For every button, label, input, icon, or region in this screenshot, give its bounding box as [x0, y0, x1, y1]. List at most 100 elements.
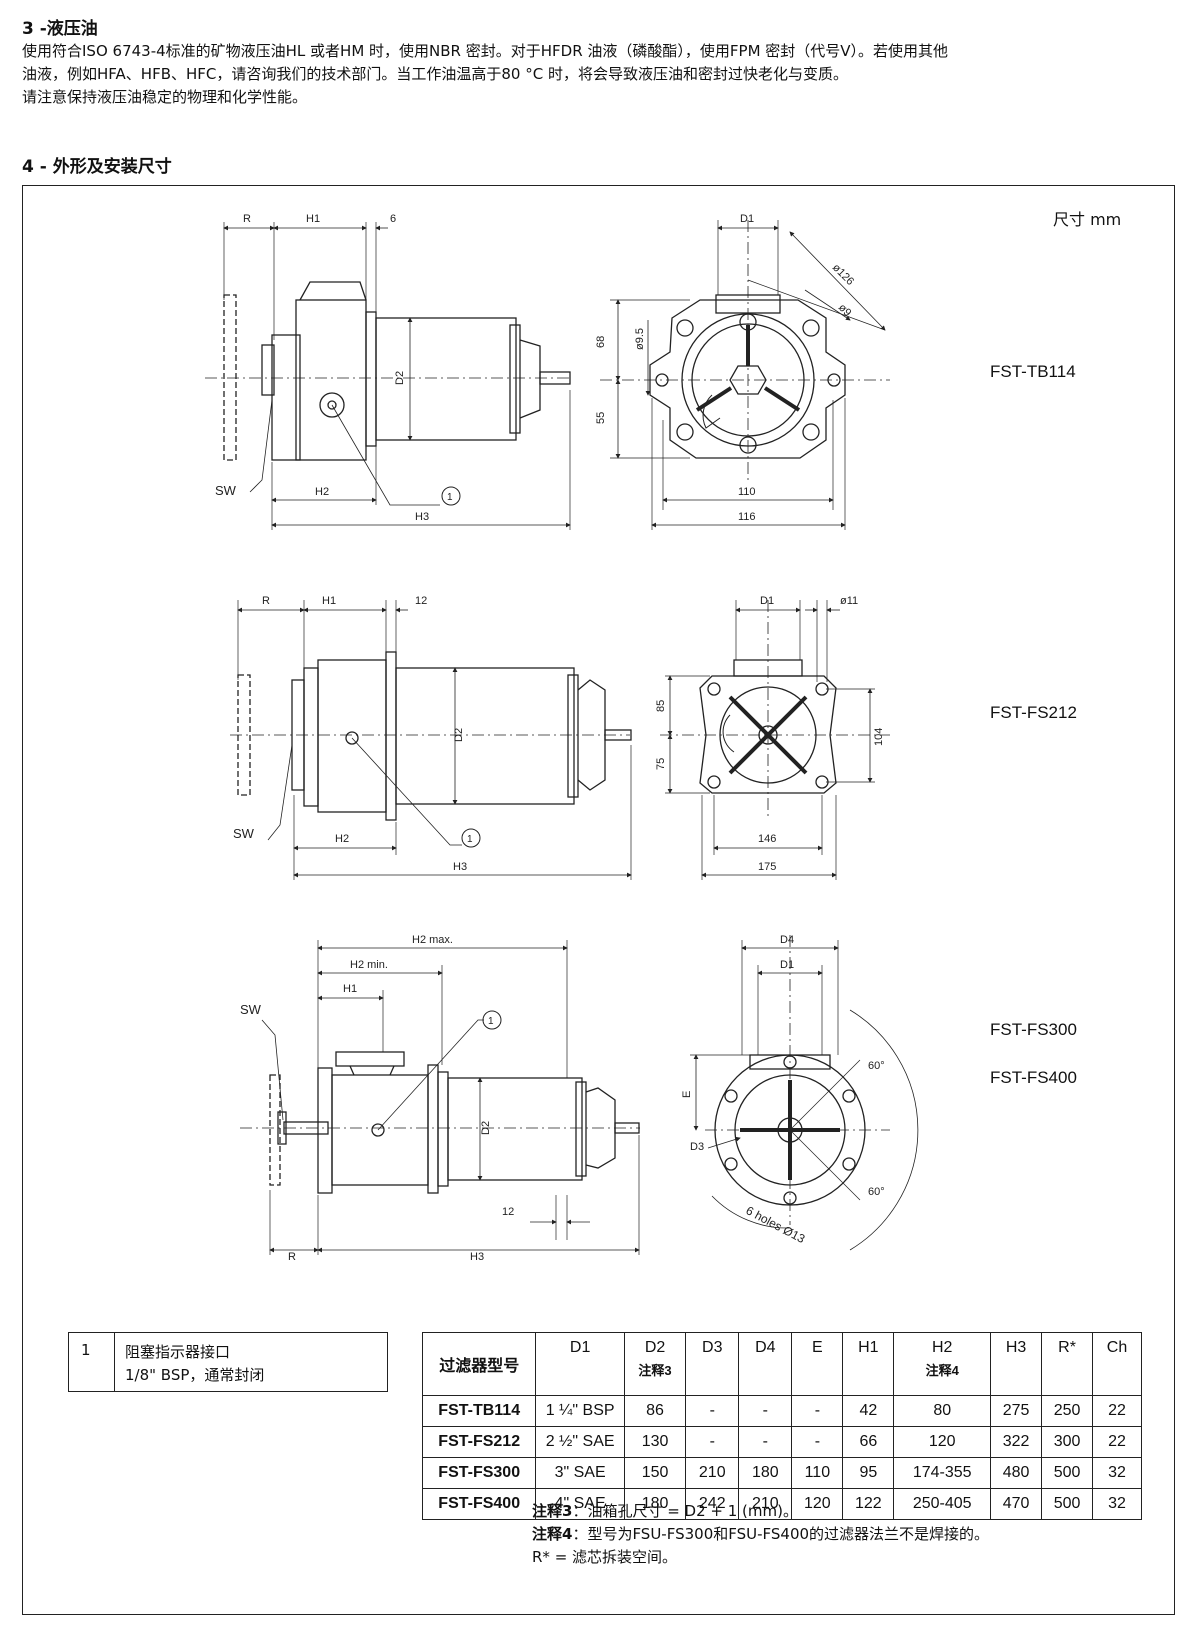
- header-label: R*: [1058, 1339, 1076, 1356]
- fs300-label-angle-top: 60°: [868, 1060, 885, 1072]
- cell-D1: 4" SAE: [535, 1488, 625, 1520]
- cell-Ch: 32: [1092, 1488, 1142, 1520]
- drawing-frame: [22, 185, 1175, 1615]
- cell-H1: 42: [842, 1395, 895, 1427]
- cell-R: 500: [1041, 1488, 1094, 1520]
- fs300-label-H3: H3: [470, 1251, 484, 1263]
- cell-D2: 86: [623, 1395, 687, 1427]
- header-label: Ch: [1106, 1339, 1128, 1356]
- fs300-label-D2: D2: [480, 1121, 492, 1135]
- cell-D3: 210: [685, 1457, 740, 1489]
- fs212-label-H1: H1: [322, 595, 336, 607]
- header-sub: 注释3: [638, 1363, 672, 1378]
- cell-Ch: 22: [1092, 1426, 1142, 1458]
- fs300-label-E: E: [681, 1091, 693, 1098]
- cell-D1: 3" SAE: [535, 1457, 625, 1489]
- tb114-label-dia9: ø9: [836, 302, 854, 320]
- fs212-label-D2: D2: [453, 728, 465, 742]
- cell-E: 120: [791, 1488, 844, 1520]
- fs212-label-D1: D1: [760, 595, 774, 607]
- legend-divider: [114, 1333, 115, 1391]
- tb114-label-SW: SW: [215, 483, 237, 498]
- header-label: E: [812, 1339, 823, 1356]
- cell-D1: 2 ½" SAE: [535, 1426, 625, 1458]
- cell-R: 500: [1041, 1457, 1094, 1489]
- model-label-fs212: FST-FS212: [990, 703, 1077, 722]
- cell-H3: 470: [990, 1488, 1043, 1520]
- cell-D2: 180: [623, 1488, 687, 1520]
- header-Ch: Ch: [1092, 1332, 1142, 1396]
- header-E: E: [791, 1332, 844, 1396]
- note-3-text: ：油箱孔尺寸 = D2 + 1 (mm)。: [572, 1502, 798, 1520]
- fs300-label-gap: 12: [502, 1206, 514, 1218]
- cell-E: -: [791, 1395, 844, 1427]
- legend-box: 1 阻塞指示器接口 1/8" BSP，通常封闭: [68, 1332, 388, 1392]
- cell-E: 110: [791, 1457, 844, 1489]
- cell-model: FST-FS400: [421, 1488, 537, 1520]
- fs212-label-SW: SW: [233, 826, 255, 841]
- cell-H2: 80: [893, 1395, 992, 1427]
- legend-line-1: 阻塞指示器接口: [125, 1343, 231, 1361]
- fs212-front-view: [660, 600, 890, 880]
- header-R: R*: [1041, 1332, 1094, 1396]
- cell-H1: 95: [842, 1457, 895, 1489]
- tb114-label-68: 68: [595, 336, 607, 348]
- note-3: 注释3：油箱孔尺寸 = D2 + 1 (mm)。: [532, 1500, 989, 1523]
- cell-Ch: 32: [1092, 1457, 1142, 1489]
- header-model: 过滤器型号: [421, 1332, 537, 1396]
- fs300-label-H1: H1: [343, 983, 357, 995]
- note-4: 注释4：型号为FSU-FS300和FSU-FS400的过滤器法兰不是焊接的。: [532, 1523, 989, 1546]
- fs212-label-104: 104: [873, 728, 885, 746]
- section3-line-3: 请注意保持液压油稳定的物理和化学性能。: [22, 88, 308, 106]
- header-label: 过滤器型号: [439, 1358, 520, 1375]
- header-D3: D3: [685, 1332, 740, 1396]
- cell-model: FST-TB114: [421, 1395, 537, 1427]
- cell-model: FST-FS300: [421, 1457, 537, 1489]
- section3-heading: 3 -液压油: [22, 19, 98, 39]
- fs212-label-dia11: ø11: [840, 595, 858, 607]
- cell-model: FST-FS212: [421, 1426, 537, 1458]
- tb114-front-view: [600, 220, 890, 530]
- table-row: FST-TB114 1 ¼" BSP 86 - - - 42 80 275 25…: [421, 1395, 1142, 1427]
- fs300-label-R: R: [288, 1251, 296, 1263]
- fs300-callout-1: 1: [488, 1016, 494, 1027]
- fs300-label-SW: SW: [240, 1002, 262, 1017]
- tb114-label-R: R: [243, 213, 251, 225]
- table-row: FST-FS400 4" SAE 180 242 210 120 122 250…: [421, 1488, 1142, 1520]
- cell-H1: 66: [842, 1426, 895, 1458]
- cell-H2: 174-355: [893, 1457, 992, 1489]
- header-H1: H1: [842, 1332, 895, 1396]
- footnotes: 注释3：油箱孔尺寸 = D2 + 1 (mm)。 注释4：型号为FSU-FS30…: [532, 1500, 989, 1569]
- fs212-label-R: R: [262, 595, 270, 607]
- fs212-label-85: 85: [655, 700, 667, 712]
- legend-number: 1: [81, 1341, 91, 1359]
- tb114-label-H1: H1: [306, 213, 320, 225]
- header-H3: H3: [990, 1332, 1043, 1396]
- tb114-label-dia9-5: ø9.5: [634, 328, 646, 350]
- cell-Ch: 22: [1092, 1395, 1142, 1427]
- header-label: D4: [755, 1339, 776, 1356]
- header-D4: D4: [738, 1332, 793, 1396]
- cell-H3: 480: [990, 1457, 1043, 1489]
- tb114-callout-1: 1: [447, 492, 453, 503]
- fs212-label-gap: 12: [415, 595, 427, 607]
- header-sub: 注释4: [925, 1363, 959, 1378]
- fs212-label-H2: H2: [335, 833, 349, 845]
- header-D1: D1: [535, 1332, 625, 1396]
- cell-D1: 1 ¼" BSP: [535, 1395, 625, 1427]
- fs212-label-H3: H3: [453, 861, 467, 873]
- section4-heading: 4 - 外形及安装尺寸: [22, 157, 172, 177]
- fs300-label-holes: 6 holes Ø13: [744, 1203, 808, 1246]
- fs212-callout-1: 1: [467, 834, 473, 845]
- cell-H3: 275: [990, 1395, 1043, 1427]
- cell-D4: -: [738, 1426, 793, 1458]
- cell-E: -: [791, 1426, 844, 1458]
- section3-line-2: 油液，例如HFA、HFB、HFC，请咨询我们的技术部门。当工作油温高于80 °C…: [22, 65, 848, 83]
- tb114-label-gap: 6: [390, 213, 396, 225]
- fs300-label-H2min: H2 min.: [350, 959, 388, 971]
- tb114-label-dia126: ø126: [830, 262, 856, 288]
